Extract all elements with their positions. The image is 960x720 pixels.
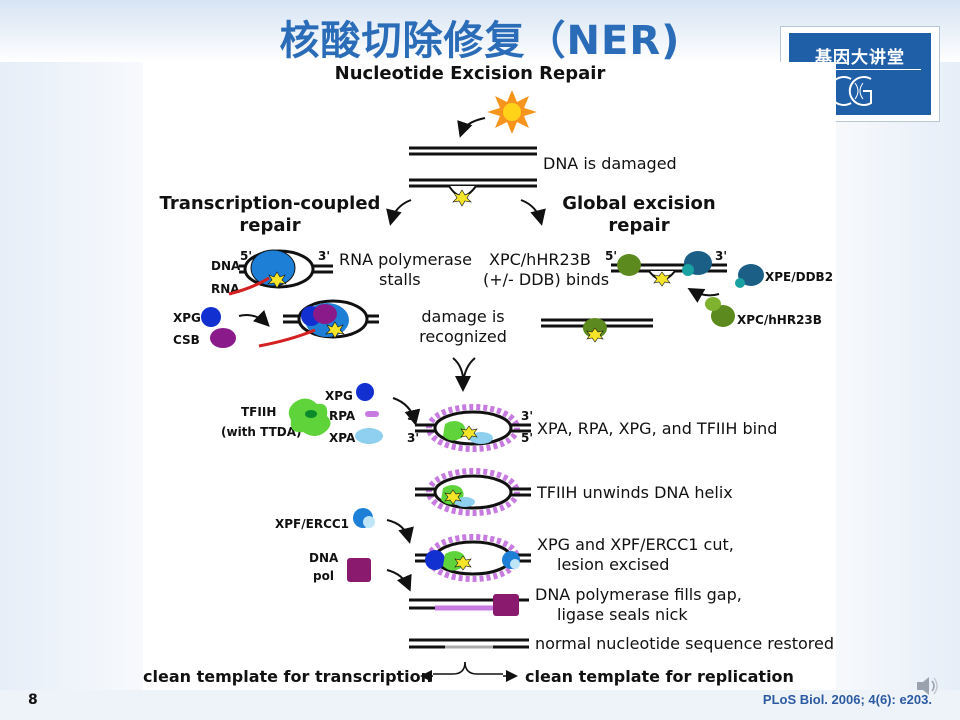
label-xpc-binds: XPC/hHR23B (489, 250, 591, 269)
step-fill: DNA polymerase fills gap, (535, 585, 742, 604)
arrow-dna-pol (386, 569, 412, 592)
tc-repair-title: Transcription-coupled (160, 193, 381, 214)
logo-text: 基因大讲堂 (815, 48, 905, 68)
csb-protein-icon (210, 328, 236, 348)
label-dna-pol-2: pol (313, 569, 334, 583)
arrow-xpf (386, 519, 414, 544)
logo-divider (799, 69, 921, 70)
preincision-complex (415, 404, 531, 452)
outcome-transcription: clean template for transcription (143, 667, 432, 686)
restored-dna (409, 638, 529, 649)
label-dna-pol: DNA (309, 551, 339, 565)
arrow-to-tc (386, 199, 412, 226)
arrow-to-gg (520, 199, 546, 226)
citation: PLoS Biol. 2006; 4(6): e203. (762, 692, 932, 707)
label-rpa: RPA (329, 409, 356, 423)
label-xpc-hhr23b: XPC/hHR23B (737, 313, 822, 327)
label-xpg-2: XPG (325, 389, 353, 403)
step-fill-2: ligase seals nick (557, 605, 688, 624)
outcome-replication: clean template for replication (525, 667, 794, 686)
right-margin (836, 62, 960, 720)
xpe-ddb2-icon (735, 264, 764, 288)
lesion-icon (452, 189, 472, 207)
label-xpe-ddb2: XPE/DDB2 (765, 270, 833, 284)
ner-diagram: Nucleotide Excision Repair DNA is damage… (143, 62, 836, 690)
label-recognized-2: recognized (419, 327, 507, 346)
uv-arrow (457, 117, 486, 138)
label-xpf-ercc1: XPF/ERCC1 (275, 517, 349, 531)
label-tfiih: TFIIH (241, 405, 276, 419)
stalled-rnap (228, 249, 333, 296)
xpc-bound-dna (611, 251, 727, 287)
arrow-xpg-csb (238, 309, 270, 327)
label-dna-damaged: DNA is damaged (543, 154, 677, 173)
step-cut: XPG and XPF/ERCC1 cut, (537, 535, 734, 554)
uv-sun-icon (487, 90, 537, 134)
unwound-helix (415, 468, 531, 516)
page-number: 8 (28, 692, 38, 708)
arrow-factors (392, 397, 421, 426)
slide-title: 核酸切除修复（NER) (279, 18, 681, 64)
label-tfiih-2: (with TTDA) (221, 425, 302, 439)
rpa-protein-icon (365, 411, 379, 417)
label-csb: CSB (173, 333, 200, 347)
step-bind: XPA, RPA, XPG, and TFIIH bind (537, 419, 777, 438)
three-prime-4: 3' (521, 409, 533, 423)
left-margin (0, 62, 143, 720)
label-xpc-binds-2: (+/- DDB) binds (483, 270, 609, 289)
gg-recognized-dna (541, 318, 653, 343)
three-prime-1: 3' (318, 249, 330, 263)
xpg-protein-icon (201, 307, 221, 327)
step-restored: normal nucleotide sequence restored (535, 634, 834, 653)
label-xpg-1: XPG (173, 311, 201, 325)
gg-repair-title: Global excision (562, 193, 716, 214)
xpg-protein-icon-2 (356, 383, 374, 401)
brace-right (464, 661, 503, 675)
label-rnap-stalls: RNA polymerase (339, 250, 472, 269)
dna-pol-protein-icon (347, 558, 371, 582)
merge-arrow (455, 357, 476, 392)
five-prime-2: 5' (605, 249, 617, 263)
ner-diagram-canvas: Nucleotide Excision Repair DNA is damage… (143, 63, 834, 686)
label-rnap-stalls-2: stalls (379, 270, 421, 289)
speaker-icon[interactable] (914, 673, 940, 699)
xpa-protein-icon (355, 428, 383, 444)
damaged-dna (409, 146, 537, 207)
rnap-xpg-csb-complex (258, 299, 379, 348)
five-prime-4: 5' (521, 431, 533, 445)
tc-repair-title-2: repair (239, 215, 300, 236)
xpc-hhr23b-icon (705, 297, 735, 327)
brace-left (433, 661, 466, 675)
label-rna: RNA (211, 282, 240, 296)
label-recognized: damage is (421, 307, 504, 326)
arrow-xpe (687, 288, 720, 303)
gg-repair-title-2: repair (608, 215, 669, 236)
three-prime-2: 3' (715, 249, 727, 263)
gap-filling (409, 594, 529, 616)
diagram-heading: Nucleotide Excision Repair (335, 63, 606, 84)
footer-band (0, 690, 960, 720)
step-cut-2: lesion excised (557, 555, 669, 574)
merge-left (452, 357, 465, 389)
three-prime-3: 3' (407, 431, 419, 445)
incision-complex (415, 534, 531, 582)
xpf-ercc1-icon (353, 508, 375, 528)
five-prime-3: 5' (407, 409, 419, 423)
label-xpa: XPA (329, 431, 356, 445)
step-unwind: TFIIH unwinds DNA helix (536, 483, 733, 502)
label-dna: DNA (211, 259, 241, 273)
